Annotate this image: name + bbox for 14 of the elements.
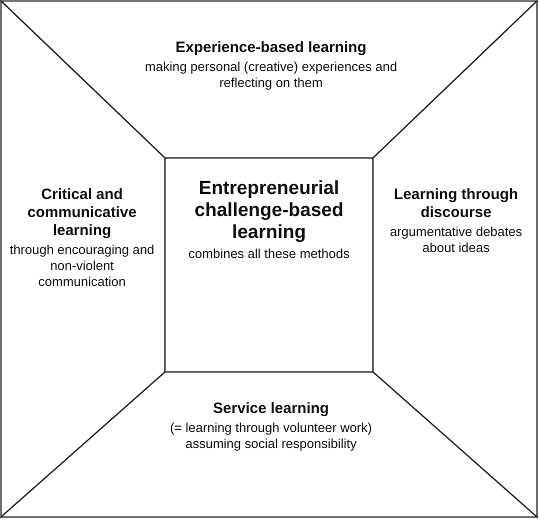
trapezoid-panel (373, 1, 538, 518)
heading: Experience-based learning (174, 39, 368, 57)
heading: Entrepreneurial challenge-based learning (194, 178, 344, 244)
description: combines all these methods (187, 246, 351, 262)
description: through encouraging and non-violent communication (8, 242, 156, 290)
heading: Learning through discourse (392, 186, 520, 222)
trapezoid-panel (1, 1, 538, 159)
description: (= learning through volunteer work) assuming social responsibility (169, 420, 373, 452)
center-square (165, 158, 373, 372)
trapezoid-panel (1, 372, 538, 518)
heading: Critical and communicative learning (26, 186, 138, 240)
description: argumentative debates about ideas (388, 224, 524, 256)
heading: Service learning (212, 400, 330, 418)
description: making personal (creative) experiences and reflecting on them (144, 59, 398, 91)
